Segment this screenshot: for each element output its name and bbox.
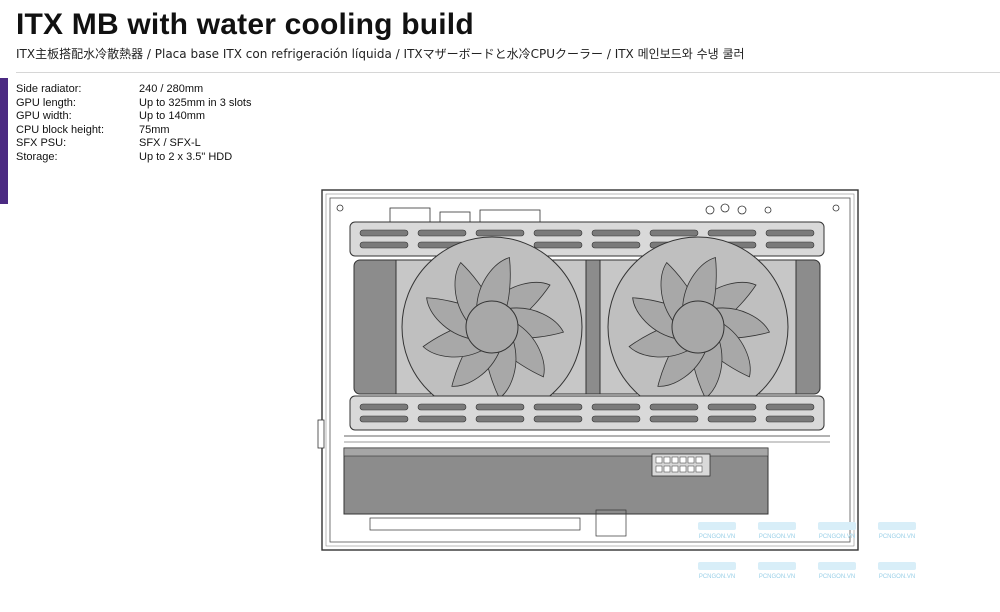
watermark: PCNGON.VN: [814, 522, 860, 552]
radiator-top-rail: [349, 221, 825, 257]
watermark: PCNGON.VN: [814, 562, 860, 592]
spec-value: SFX / SFX-L: [139, 137, 201, 150]
page-title: ITX MB with water cooling build: [16, 8, 474, 41]
watermark: PCNGON.VN: [694, 562, 740, 592]
spec-row-gpu-length: GPU length: Up to 325mm in 3 slots: [16, 97, 252, 111]
spec-value: 75mm: [139, 123, 170, 136]
header-divider: [16, 72, 1000, 73]
spec-row-storage: Storage: Up to 2 x 3.5" HDD: [16, 151, 252, 165]
spec-row-cpu-block-height: CPU block height: 75mm: [16, 124, 252, 138]
spec-row-sfx-psu: SFX PSU: SFX / SFX-L: [16, 137, 252, 151]
radiator-bottom-rail: [349, 395, 825, 431]
fan-left: [401, 236, 583, 418]
page-subtitle: ITX主板搭配水冷散熱器 / Placa base ITX con refrig…: [16, 47, 745, 61]
watermark: PCNGON.VN: [694, 522, 740, 552]
spec-label: Side radiator:: [16, 83, 82, 95]
spec-label: GPU length:: [16, 96, 76, 109]
fan-right: [607, 236, 789, 418]
spec-label: SFX PSU:: [16, 137, 67, 150]
spec-value: Up to 2 x 3.5" HDD: [139, 150, 233, 163]
spec-label: Storage:: [16, 150, 58, 163]
watermark: PCNGON.VN: [754, 562, 800, 592]
spec-list: Side radiator: 240 / 280mm GPU length: U…: [16, 83, 252, 165]
spec-value: 240 / 280mm: [139, 83, 204, 95]
section-side-tab: [0, 78, 8, 204]
watermark: PCNGON.VN: [874, 522, 920, 552]
spec-row-gpu-width: GPU width: Up to 140mm: [16, 110, 252, 124]
spec-label: GPU width:: [16, 110, 72, 123]
case-drawing: [317, 189, 859, 551]
spec-value: Up to 140mm: [139, 110, 206, 123]
spec-row-side-radiator: Side radiator: 240 / 280mm: [16, 83, 252, 97]
spec-label: CPU block height:: [16, 123, 105, 136]
watermark: PCNGON.VN: [874, 562, 920, 592]
watermark: PCNGON.VN: [754, 522, 800, 552]
spec-value: Up to 325mm in 3 slots: [139, 96, 252, 109]
